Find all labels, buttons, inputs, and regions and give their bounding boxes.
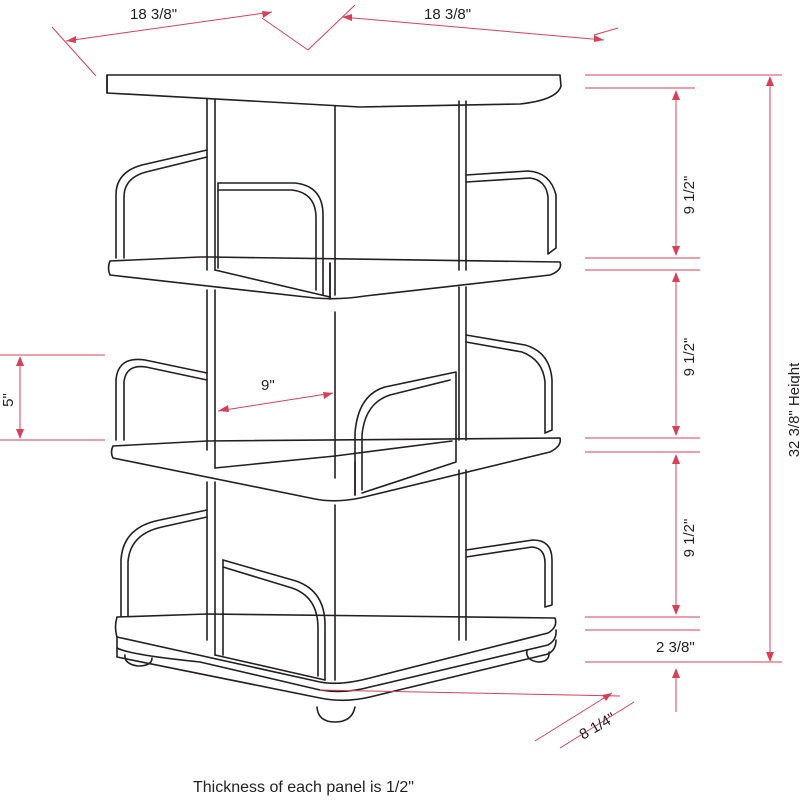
tier-height-dimension-middle [672,272,680,436]
panel-thickness-caption: Thickness of each panel is 1/2" [193,779,414,796]
vertical-dividers [206,98,467,681]
base-height-label: 2 3/8" [656,639,695,656]
width-left-label: 18 3/8" [130,6,177,23]
tier-bottom-label: 9 1/2" [681,519,698,558]
bookend-height-label: 5" [0,393,17,407]
revolving-bookcase [106,74,562,723]
width-dimension-right [307,4,619,51]
depth-dimension [319,689,635,749]
top-panel [106,74,562,108]
bookends [115,149,557,681]
tier-extension-lines [585,74,782,663]
feet [124,649,550,723]
shelf-base [114,613,557,702]
width-dimension-left [51,11,309,77]
shelf-middle [110,437,562,502]
tier-height-dimension-top [672,90,680,256]
tier-height-dimension-bottom [672,454,680,615]
bookend-height-dimension [0,354,105,441]
compartment-width-label: 9" [261,377,275,394]
total-height-label: 32 3/8" Height [786,362,800,457]
dimension-lines [0,4,782,749]
depth-label: 8 1/4" [577,709,619,743]
base-height-dimension [672,668,680,712]
tier-top-label: 9 1/2" [681,176,698,215]
total-height-dimension [766,76,774,662]
tier-middle-label: 9 1/2" [681,338,698,377]
dimension-labels: 18 3/8" 18 3/8" 9 1/2" 9 1/2" 9 1/2" 2 3… [0,6,800,743]
compartment-width-dimension [217,392,334,412]
width-right-label: 18 3/8" [424,6,471,23]
